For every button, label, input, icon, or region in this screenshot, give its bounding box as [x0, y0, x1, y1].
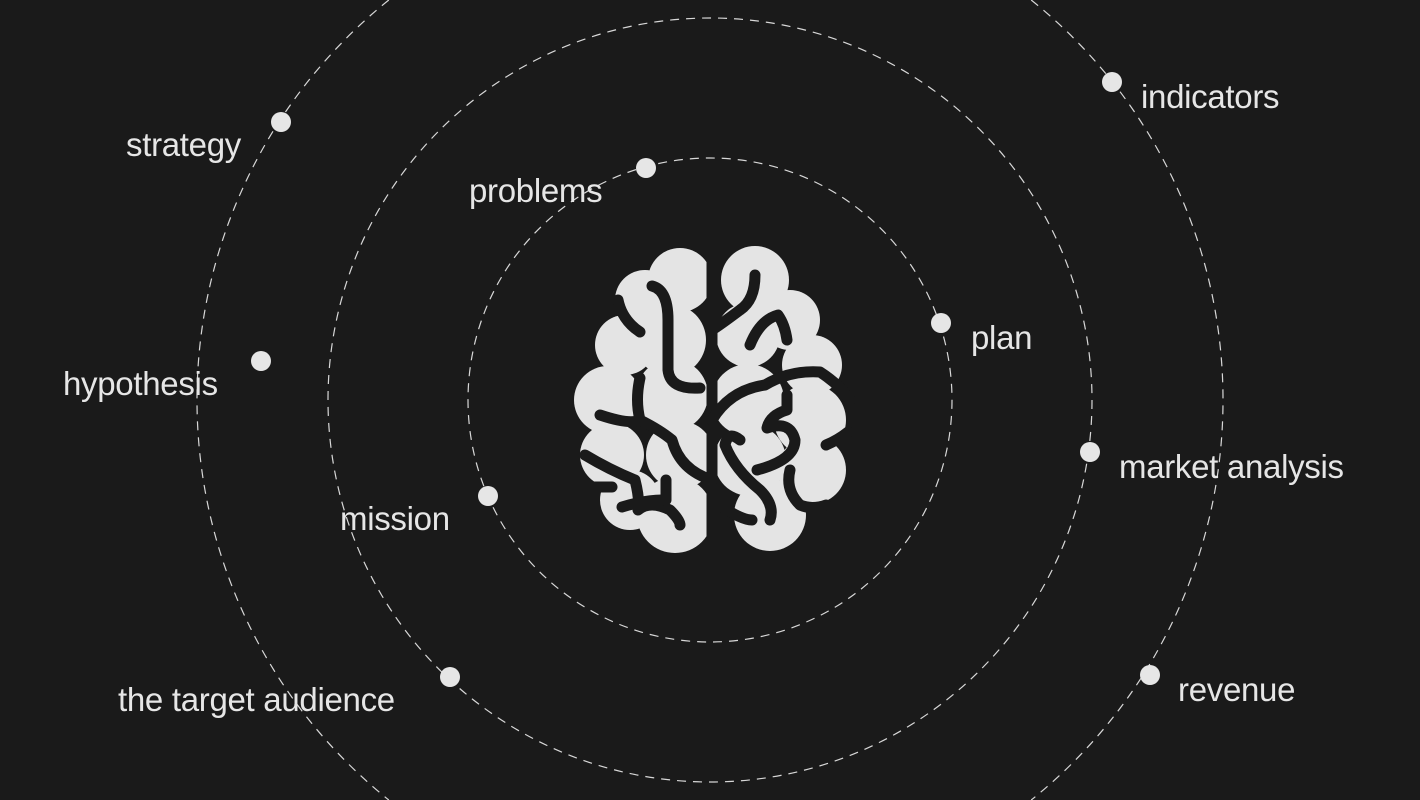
label-strategy: strategy — [126, 126, 241, 163]
inner-orbit — [467, 157, 953, 643]
dot-market-analysis — [1080, 442, 1100, 462]
outer-orbit-left — [196, 0, 390, 800]
label-hypothesis: hypothesis — [63, 365, 218, 402]
dot-indicators — [1102, 72, 1122, 92]
dot-plan — [931, 313, 951, 333]
brain-icon — [574, 244, 856, 556]
label-indicators: indicators — [1141, 78, 1280, 115]
dot-hypothesis — [251, 351, 271, 371]
dot-target-audience — [440, 667, 460, 687]
dot-revenue — [1140, 665, 1160, 685]
label-target-audience: the target audience — [118, 681, 395, 718]
label-plan: plan — [971, 319, 1033, 356]
dot-strategy — [271, 112, 291, 132]
dot-problems — [636, 158, 656, 178]
middle-orbit — [327, 17, 1093, 783]
label-problems: problems — [469, 172, 603, 209]
outer-orbit-right — [1030, 0, 1224, 800]
dot-mission — [478, 486, 498, 506]
label-mission: mission — [340, 500, 450, 537]
label-market-analysis: market analysis — [1119, 448, 1344, 485]
label-revenue: revenue — [1178, 671, 1296, 708]
